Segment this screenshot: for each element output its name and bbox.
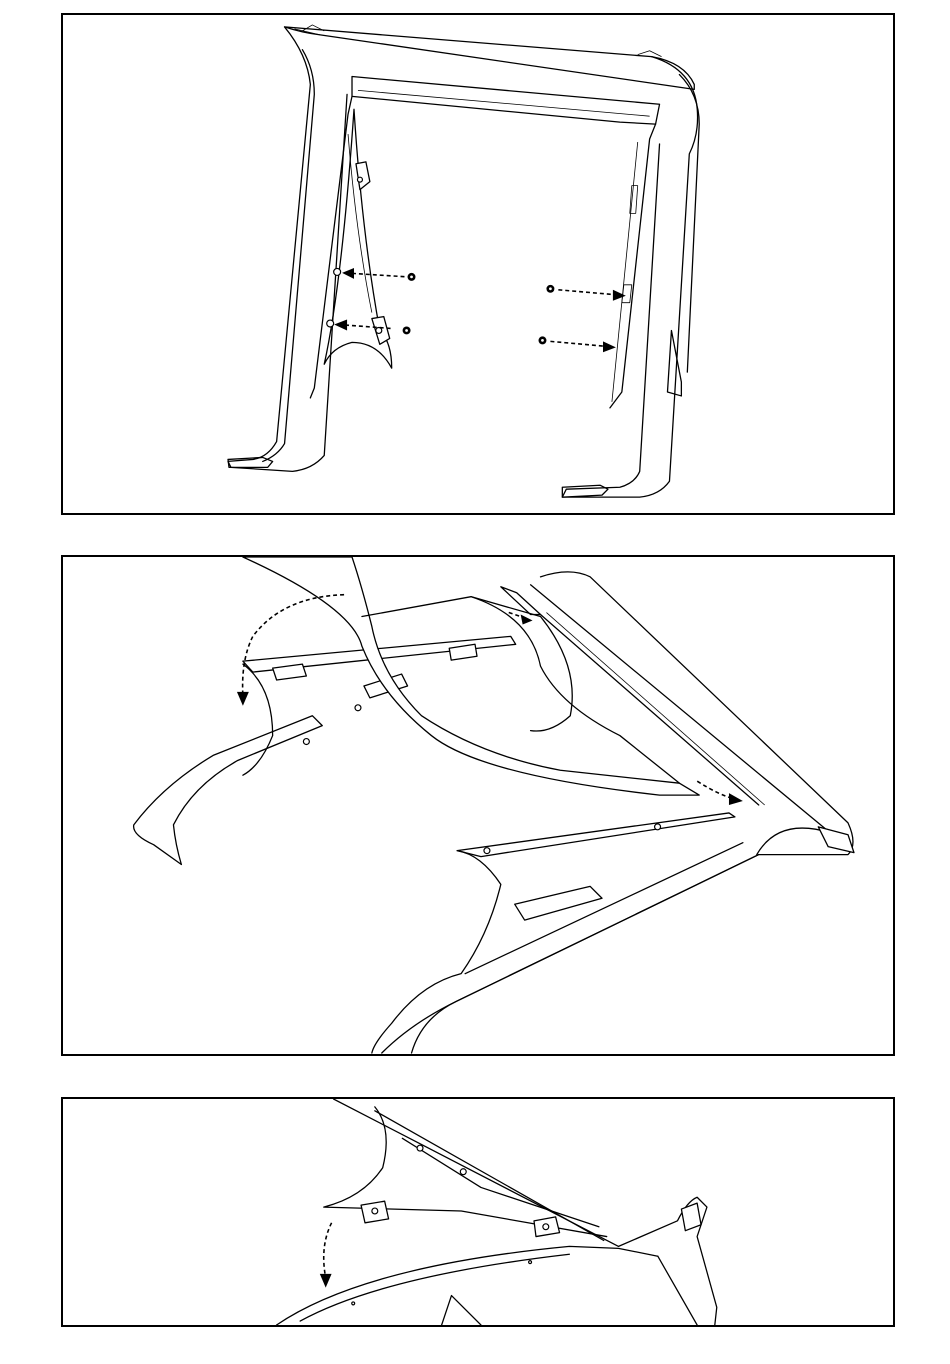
- left-foot-pad: [228, 457, 273, 467]
- right-end-slot: [818, 827, 854, 853]
- right-foot-pad: [562, 485, 608, 497]
- upper-left-housing: [134, 716, 323, 865]
- frame-inner-edge: [375, 1111, 604, 1241]
- right-leg-strut: [667, 330, 681, 395]
- lower-cover-inner: [300, 1254, 569, 1321]
- lower-cover-arrow: [324, 1223, 332, 1278]
- left-upper-arrow: [345, 273, 407, 277]
- screw-right-upper: [546, 285, 554, 293]
- console-cover-inner-rim: [362, 597, 679, 783]
- frame-top-bar: [285, 27, 695, 89]
- step-3-panel: [61, 1097, 895, 1327]
- console-cover: [243, 557, 699, 795]
- lower-cover-top: [277, 1246, 658, 1325]
- left-upper-hole: [334, 268, 341, 275]
- step-3-illustration: [63, 1099, 893, 1325]
- base-shell-front: [757, 828, 830, 855]
- step-1-illustration: [63, 15, 893, 513]
- screw-left-lower: [403, 326, 411, 334]
- lower-rail: [457, 813, 735, 857]
- base-inner-line: [465, 843, 743, 974]
- frame-upper-edge: [334, 1099, 717, 1325]
- right-lower-arrow: [550, 341, 606, 346]
- frame-lower-edge: [658, 1256, 697, 1325]
- step-2-illustration: [63, 557, 893, 1054]
- frame-left-inner-edge: [263, 50, 315, 462]
- frame-right-edge: [679, 75, 699, 373]
- lower-housing-curve: [372, 851, 501, 1053]
- inner-right-edge: [610, 124, 656, 408]
- left-top-clip: [356, 162, 370, 190]
- step-1-panel: [61, 13, 895, 515]
- upper-left-bracket: [243, 664, 273, 775]
- screw-left-upper: [408, 273, 416, 281]
- inner-opening-top: [352, 77, 660, 125]
- frame-slot: [681, 1203, 701, 1231]
- left-lower-hole: [327, 320, 334, 327]
- step-2-panel: [61, 555, 895, 1056]
- base-front-edge: [412, 855, 759, 1053]
- right-upper-arrow: [558, 290, 616, 295]
- lower-cover-tab: [442, 1296, 481, 1325]
- rotate-arrow: [243, 595, 344, 696]
- screw-right-lower: [539, 336, 547, 344]
